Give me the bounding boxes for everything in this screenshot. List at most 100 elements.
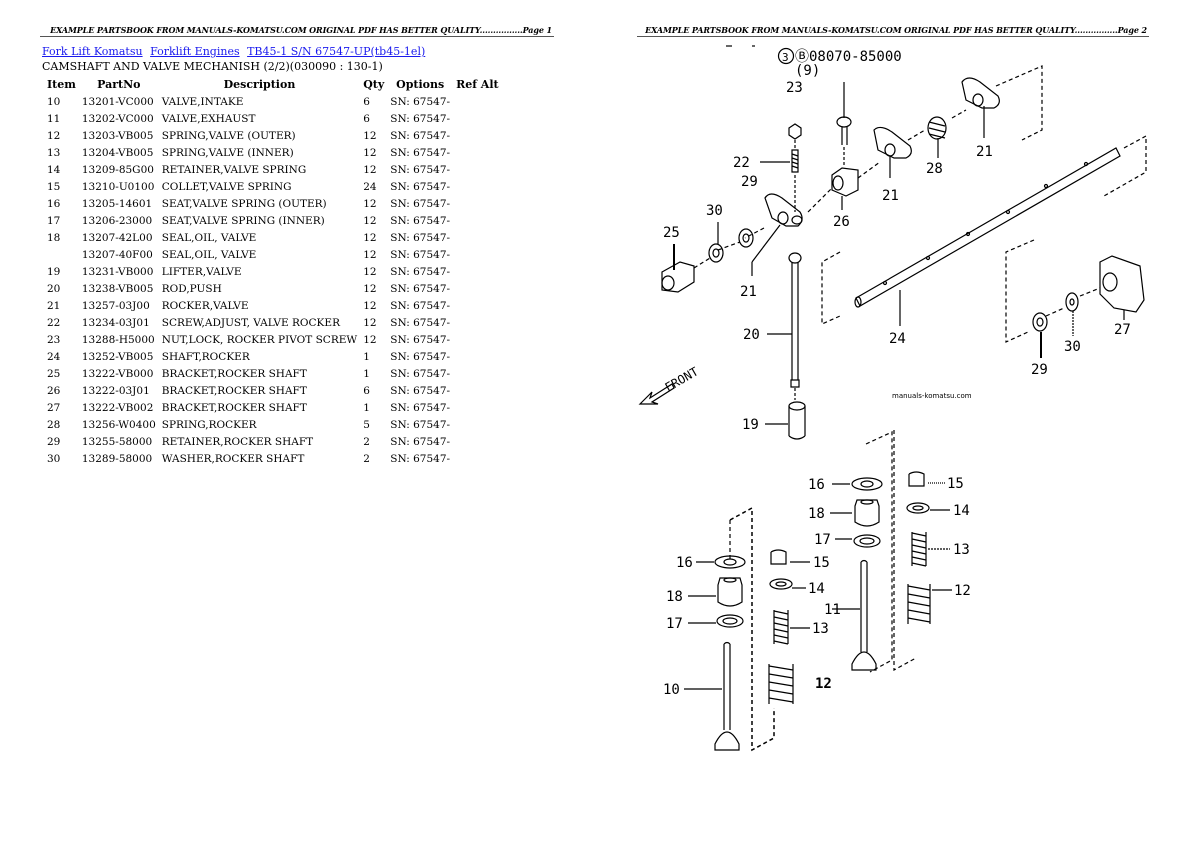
- part-description: LIFTER,VALVE: [161, 265, 242, 278]
- breadcrumb-link-fork-lift[interactable]: Fork Lift Komatsu: [42, 45, 143, 58]
- options: SN: 67547-: [390, 112, 451, 125]
- table-row: 13207-40F00 SEAL,OIL, VALVE 12 SN: 67547-: [44, 246, 502, 263]
- item-number: 18: [47, 231, 61, 244]
- part-description: SPRING,VALVE (INNER): [161, 146, 294, 159]
- label-10: 10: [663, 682, 680, 698]
- options: SN: 67547-: [390, 129, 451, 142]
- part-description: COLLET,VALVE SPRING: [161, 180, 292, 193]
- ref-alt: [453, 127, 502, 144]
- quantity: 12: [363, 248, 377, 261]
- table-header-row: Item PartNo Description Qty Options Ref …: [44, 76, 502, 93]
- label-16-right: 16: [808, 477, 825, 493]
- ref-alt: [453, 195, 502, 212]
- item-number: 23: [47, 333, 61, 346]
- options: SN: 67547-: [390, 316, 451, 329]
- quantity: 2: [363, 435, 370, 448]
- quantity: 1: [363, 401, 370, 414]
- options: SN: 67547-: [390, 384, 451, 397]
- item-number: 14: [47, 163, 61, 176]
- quantity: 12: [363, 214, 377, 227]
- item-number: 24: [47, 350, 61, 363]
- label-29-top: 29: [741, 174, 758, 190]
- item-number: 13: [47, 146, 61, 159]
- quantity: 12: [363, 282, 377, 295]
- part-number: 13222-03J01: [81, 384, 150, 397]
- item-number: 12: [47, 129, 61, 142]
- label-21-right: 21: [976, 144, 993, 160]
- part-number: 13256-W0400: [81, 418, 156, 431]
- part-description: SPRING,ROCKER: [161, 418, 257, 431]
- col-item: Item: [47, 78, 76, 91]
- part-number: 13231-VB000: [81, 265, 154, 278]
- label-27: 27: [1114, 322, 1131, 338]
- options: SN: 67547-: [390, 418, 451, 431]
- part-number: 13257-03J00: [81, 299, 150, 312]
- part-description: SEAL,OIL, VALVE: [161, 248, 257, 261]
- label-30-right: 30: [1064, 339, 1081, 355]
- part-description: SEAT,VALVE SPRING (OUTER): [161, 197, 327, 210]
- quantity: 24: [363, 180, 377, 193]
- options: SN: 67547-: [390, 435, 451, 448]
- label-19: 19: [742, 417, 759, 433]
- col-partno: PartNo: [97, 78, 141, 91]
- item-number: 11: [47, 112, 61, 125]
- ref-alt: [453, 110, 502, 127]
- quantity: 1: [363, 367, 370, 380]
- quantity: 12: [363, 197, 377, 210]
- page-1: EXAMPLE PARTSBOOK FROM MANUALS-KOMATSU.C…: [40, 25, 554, 467]
- part-description: SEAL,OIL, VALVE: [161, 231, 257, 244]
- part-description: RETAINER,ROCKER SHAFT: [161, 435, 314, 448]
- options: SN: 67547-: [390, 180, 451, 193]
- label-17-left: 17: [666, 616, 683, 632]
- item-number: 26: [47, 384, 61, 397]
- options: SN: 67547-: [390, 333, 451, 346]
- part-number: 13234-03J01: [81, 316, 150, 329]
- part-number: 13252-VB005: [81, 350, 154, 363]
- callout-qty: (9): [795, 63, 820, 79]
- label-11: 11: [824, 602, 841, 618]
- options: SN: 67547-: [390, 248, 451, 261]
- item-number: 27: [47, 401, 61, 414]
- options: SN: 67547-: [390, 231, 451, 244]
- breadcrumb-link-model[interactable]: TB45-1 S/N 67547-UP(tb45-1el): [247, 45, 426, 58]
- part-number: 13203-VB005: [81, 129, 154, 142]
- label-23: 23: [786, 80, 803, 96]
- breadcrumb-link-forklift-engines[interactable]: Forklift Engines: [150, 45, 240, 58]
- quantity: 2: [363, 452, 370, 465]
- label-13-right: 13: [953, 542, 970, 558]
- part-description: SPRING,VALVE (OUTER): [161, 129, 296, 142]
- page-header: EXAMPLE PARTSBOOK FROM MANUALS-KOMATSU.C…: [645, 25, 1147, 35]
- header-divider: [637, 36, 1149, 37]
- part-description: WASHER,ROCKER SHAFT: [161, 452, 305, 465]
- front-arrow-icon: [638, 383, 675, 405]
- quantity: 6: [363, 95, 370, 108]
- label-12-left: 12: [815, 676, 832, 692]
- part-number: 13207-42L00: [81, 231, 153, 244]
- callout-circle-icon: [777, 47, 795, 65]
- exploded-parts-diagram: 3 Ⓑ08070-85000 (9) 23 26 22 29 21: [638, 45, 1147, 752]
- label-22: 22: [733, 155, 750, 171]
- part-number: 13207-40F00: [81, 248, 153, 261]
- label-21-center: 21: [740, 284, 757, 300]
- label-12-right: 12: [954, 583, 971, 599]
- item-number: 25: [47, 367, 61, 380]
- options: SN: 67547-: [390, 367, 451, 380]
- part-number: 13201-VC000: [81, 95, 154, 108]
- ref-alt: [453, 246, 502, 263]
- quantity: 12: [363, 231, 377, 244]
- item-number: 17: [47, 214, 61, 227]
- label-14-right: 14: [953, 503, 970, 519]
- page-2: EXAMPLE PARTSBOOK FROM MANUALS-KOMATSU.C…: [595, 0, 1190, 842]
- part-number: 13205-14601: [81, 197, 153, 210]
